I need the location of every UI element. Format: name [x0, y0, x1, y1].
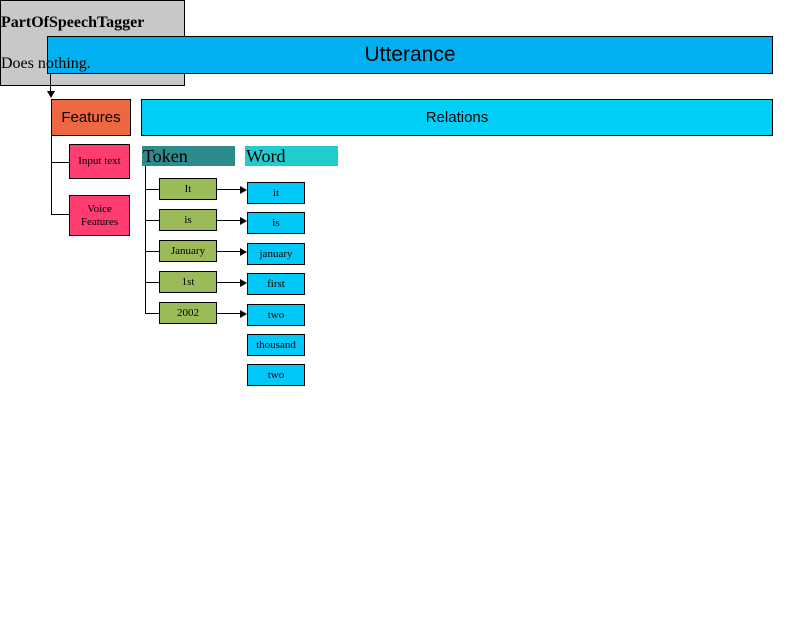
token-branch-line [145, 313, 159, 314]
utterance-to-features-arrowhead [47, 91, 55, 98]
token-to-word-line [217, 220, 241, 221]
word-item: thousand [247, 334, 305, 356]
token-relation-header: Token [142, 146, 235, 166]
token-tree-trunk [145, 166, 146, 313]
features-branch-voice-features [51, 214, 69, 215]
token-branch-line [145, 282, 159, 283]
token-item: 1st [159, 271, 217, 293]
utterance-node: Utterance [47, 36, 773, 74]
features-branch-input-text [51, 162, 69, 163]
token-branch-line [145, 251, 159, 252]
token-branch-line [145, 189, 159, 190]
token-to-word-line [217, 282, 241, 283]
token-to-word-line [217, 189, 241, 190]
word-relation-header: Word [245, 146, 338, 166]
token-item: 2002 [159, 302, 217, 324]
token-to-word-arrowhead [240, 186, 247, 194]
token-to-word-arrowhead [240, 310, 247, 318]
pos-tagger-description: Does nothing. [1, 55, 91, 72]
utterance-to-features-line [50, 74, 51, 92]
pos-tagger-title: PartOfSpeechTagger [1, 14, 145, 31]
token-item: It [159, 178, 217, 200]
token-item: January [159, 240, 217, 262]
voice-features-node: Voice Features [69, 195, 130, 236]
relations-node: Relations [141, 99, 773, 136]
word-item: it [247, 182, 305, 204]
token-to-word-line [217, 313, 241, 314]
word-item: two [247, 304, 305, 326]
token-to-word-arrowhead [240, 279, 247, 287]
token-to-word-arrowhead [240, 248, 247, 256]
word-item: is [247, 212, 305, 234]
word-item: two [247, 364, 305, 386]
input-text-node: Input text [69, 144, 130, 179]
features-tree-trunk [51, 136, 52, 215]
token-item: is [159, 209, 217, 231]
word-item: january [247, 243, 305, 265]
features-node: Features [51, 99, 131, 136]
token-to-word-arrowhead [240, 217, 247, 225]
token-branch-line [145, 220, 159, 221]
token-to-word-line [217, 251, 241, 252]
word-item: first [247, 273, 305, 295]
